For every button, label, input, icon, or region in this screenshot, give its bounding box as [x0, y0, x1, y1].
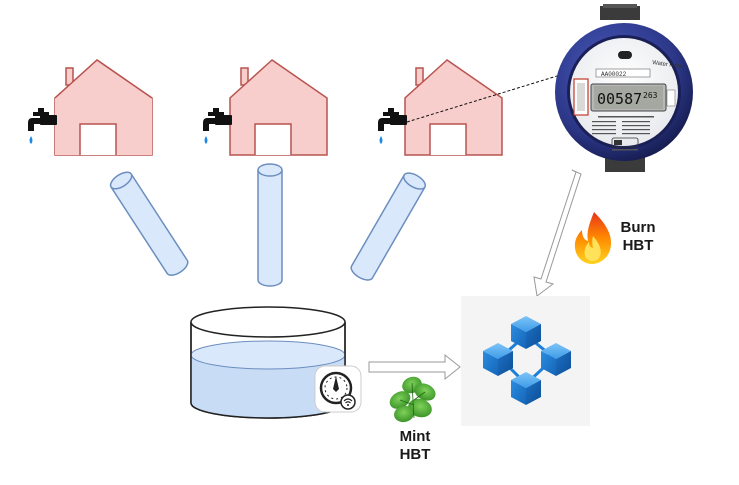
pipe-left [109, 171, 189, 276]
tank-rim [190, 306, 346, 338]
block-bottom [511, 372, 541, 405]
block-left [483, 343, 513, 376]
water-drop-icon [204, 136, 208, 144]
pipe-right [350, 172, 427, 281]
meter-serial-text: AA00022 [601, 71, 627, 78]
meter-connector-line [406, 71, 571, 123]
house-1 [28, 59, 153, 156]
house-2 [203, 59, 328, 156]
meter-spec-text [592, 116, 654, 135]
water-tank [190, 306, 346, 419]
burn-hbt-label: Burn HBT [618, 219, 658, 255]
pipe-middle [257, 163, 283, 287]
meter-ce-mark [611, 137, 639, 148]
meter-brand-text: Water meter [652, 60, 685, 71]
water-drop-icon [379, 136, 383, 144]
mint-leaf-icon [389, 376, 436, 423]
burn-label-line2: HBT [622, 237, 654, 254]
faucet-icon [203, 108, 232, 131]
meter-reading-fraction: 263 [643, 91, 658, 100]
house-3 [378, 59, 503, 156]
house-door [429, 123, 467, 155]
burn-label-line1: Burn [620, 219, 656, 236]
meter-reading-main: 00587 [597, 90, 642, 108]
tank-water [191, 355, 345, 418]
mint-label-line2: HBT [399, 446, 431, 463]
faucet-icon [28, 108, 57, 131]
arrow-meter-to-blockchain [533, 169, 582, 297]
fire-icon [574, 212, 612, 264]
gauge-wifi-icon [314, 365, 362, 413]
water-drop-icon [29, 136, 33, 144]
water-meter: Water meter AA00022 00587 263 [555, 4, 693, 172]
mint-hbt-label: Mint HBT [395, 428, 435, 464]
house-door [79, 123, 117, 155]
meter-pipe-top [600, 6, 640, 20]
faucet-icon [378, 108, 407, 131]
block-right [541, 343, 571, 376]
house-door [254, 123, 292, 155]
arrow-to-blockchain [368, 353, 461, 381]
block-top [511, 316, 541, 349]
mint-label-line1: Mint [399, 428, 431, 445]
blockchain-network-icon [461, 296, 590, 426]
